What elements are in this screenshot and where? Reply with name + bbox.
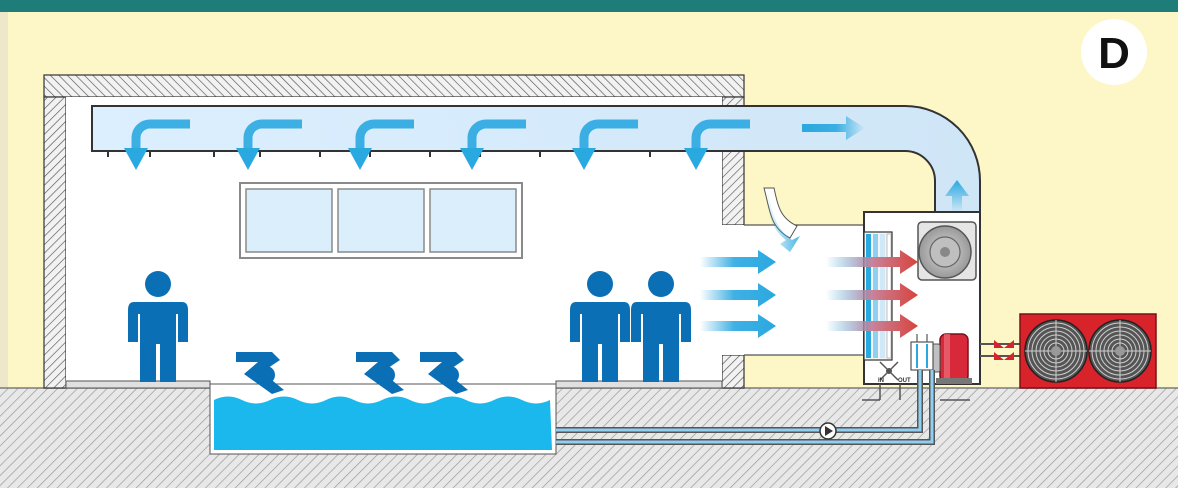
outlet-arrow-icon (460, 119, 526, 170)
pump-icon (819, 422, 837, 440)
window (239, 182, 523, 259)
badge: D (1081, 19, 1147, 85)
person-icon (570, 271, 630, 382)
outlet-arrow-icon (684, 119, 750, 170)
header-bar (0, 0, 1178, 12)
ground (0, 388, 1178, 488)
intake-arrow-icon (700, 314, 776, 338)
person-icon (128, 271, 188, 382)
condenser-fan-icon (1088, 319, 1152, 383)
outlet-arrow-icon (348, 119, 414, 170)
left-wall (43, 96, 67, 389)
riser-flow-arrow (945, 180, 969, 212)
outdoor-condenser (1019, 313, 1157, 389)
heated-arrow-icon (826, 250, 918, 274)
valve-icon (879, 361, 899, 381)
service-valve-icon (994, 340, 1014, 360)
heat-exchanger-icon (910, 334, 934, 371)
air-flow-arrows (700, 250, 918, 338)
heated-arrow-icon (826, 283, 918, 307)
swimmer-icon (420, 352, 468, 394)
persons (128, 271, 691, 382)
outlet-arrow-icon (572, 119, 638, 170)
ceiling-outlets (124, 119, 750, 170)
outlet-arrow-icon (236, 119, 302, 170)
roof-wall (43, 74, 745, 98)
pool-pipes (556, 370, 935, 445)
port-in-label: IN (878, 378, 884, 384)
heated-arrow-icon (826, 314, 918, 338)
swimmers (236, 352, 468, 394)
port-out-label: OUT (898, 378, 911, 384)
swimmer-icon (236, 352, 284, 394)
pool (209, 383, 557, 455)
intake-arrow-icon (700, 250, 776, 274)
person-icon (631, 271, 691, 382)
condenser-fans (1024, 319, 1152, 383)
badge-label: D (1098, 29, 1130, 78)
fan-icon (917, 221, 977, 281)
swimmer-icon (356, 352, 404, 394)
duct-flow-arrow (802, 116, 865, 140)
fresh-air-vent (763, 187, 800, 252)
outlet-arrow-icon (124, 119, 190, 170)
compressor-icon (931, 333, 972, 384)
right-wall-lower (721, 354, 745, 389)
intake-arrow-icon (700, 283, 776, 307)
refrigerant-lines (980, 340, 1020, 360)
condenser-fan-icon (1024, 319, 1088, 383)
